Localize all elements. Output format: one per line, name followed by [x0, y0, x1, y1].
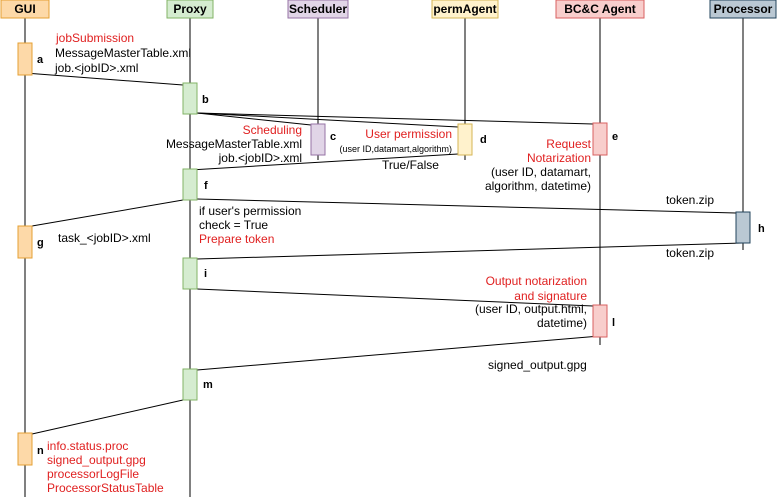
activation-e[interactable] — [592, 122, 608, 156]
token-zip-incoming-label: token.zip — [666, 246, 714, 260]
message-h-to-i — [196, 242, 744, 260]
step-g: g — [37, 237, 44, 249]
scheduler-header[interactable] — [287, 0, 349, 19]
step-d: d — [480, 134, 487, 146]
message-b-to-d — [196, 112, 459, 128]
participant-headers: GUI Proxy Scheduler permAgent BC&C Agent… — [0, 0, 777, 19]
activation-c[interactable] — [310, 123, 326, 156]
task-xml-label: task_<jobID>.xml — [58, 231, 151, 245]
activation-d[interactable] — [457, 123, 473, 156]
perm-header-label: permAgent — [433, 2, 496, 16]
activation-a[interactable] — [17, 42, 33, 76]
step-n: n — [37, 445, 44, 457]
step-e: e — [612, 131, 618, 143]
n-output-line2: signed_output.gpg — [47, 453, 146, 467]
step-letters: a b c d e f g h i l m n — [37, 54, 765, 457]
permission-check-line1: if user's permission — [199, 204, 301, 218]
activation-h[interactable] — [735, 211, 751, 244]
processor-header[interactable] — [709, 0, 777, 19]
permission-check-line2: check = True — [199, 218, 268, 232]
step-b: b — [202, 94, 209, 106]
scheduler-header-label: Scheduler — [289, 2, 347, 16]
c-message-line1: MessageMasterTable.xml — [166, 137, 302, 151]
perm-params-label: (user ID,datamart,algorithm) — [339, 144, 452, 154]
gui-header[interactable] — [0, 0, 50, 19]
activation-g[interactable] — [17, 225, 33, 259]
output-notarization-label: Output notarization — [486, 274, 587, 288]
step-i: i — [204, 268, 207, 280]
message-l-to-m — [196, 335, 601, 371]
n-output-line1: info.status.proc — [47, 439, 128, 453]
activations — [17, 42, 751, 466]
step-f: f — [204, 180, 208, 192]
and-signature-label: and signature — [514, 289, 587, 303]
proxy-header[interactable] — [166, 0, 214, 19]
bcc-header[interactable] — [555, 0, 645, 19]
token-zip-outgoing-label: token.zip — [666, 193, 714, 207]
lifelines — [24, 18, 744, 497]
activation-m[interactable] — [182, 368, 198, 401]
processor-header-label: Processor — [714, 2, 773, 16]
true-false-label: True/False — [382, 158, 439, 172]
a-message-line2: job.<jobID>.xml — [54, 61, 138, 75]
perm-header[interactable] — [431, 0, 499, 19]
bcc-header-label: BC&C Agent — [564, 2, 636, 16]
e-params-line2: algorithm, datetime) — [485, 179, 591, 193]
activation-l[interactable] — [592, 304, 608, 338]
step-l: l — [612, 317, 615, 329]
message-a-to-b — [24, 72, 184, 86]
message-d-to-f — [189, 153, 459, 171]
message-m-to-n — [31, 399, 184, 435]
step-c: c — [330, 131, 336, 143]
l-params-line1: (user ID, output.html, — [475, 302, 587, 316]
gui-header-label: GUI — [14, 2, 35, 16]
scheduling-label: Scheduling — [243, 123, 302, 137]
step-m: m — [203, 379, 213, 391]
notarization-label: Notarization — [527, 151, 591, 165]
activation-i[interactable] — [182, 257, 198, 290]
a-message-line1: MessageMasterTable.xml — [55, 46, 191, 60]
e-params-line1: (user ID, datamart, — [491, 165, 591, 179]
job-submission-label: jobSubmission — [55, 31, 134, 45]
message-i-to-l — [196, 288, 594, 307]
activation-b[interactable] — [182, 82, 198, 115]
message-f-to-h — [196, 198, 737, 214]
messages — [24, 72, 744, 435]
message-b-to-c — [196, 112, 312, 126]
activation-n[interactable] — [17, 432, 33, 466]
message-f-to-g — [31, 199, 184, 227]
step-a: a — [37, 54, 44, 66]
l-params-line2: datetime) — [537, 316, 587, 330]
annotations: jobSubmission MessageMasterTable.xml job… — [47, 31, 714, 495]
prepare-token-label: Prepare token — [199, 232, 274, 246]
signed-output-label: signed_output.gpg — [488, 358, 587, 372]
n-output-line4: ProcessorStatusTable — [47, 481, 164, 495]
proxy-header-label: Proxy — [173, 2, 207, 16]
activation-f[interactable] — [182, 168, 198, 201]
c-message-line2: job.<jobID>.xml — [218, 151, 302, 165]
n-output-line3: processorLogFile — [47, 467, 139, 481]
request-label: Request — [546, 137, 591, 151]
user-permission-label: User permission — [365, 127, 452, 141]
message-b-to-e — [196, 112, 594, 125]
step-h: h — [758, 223, 765, 235]
